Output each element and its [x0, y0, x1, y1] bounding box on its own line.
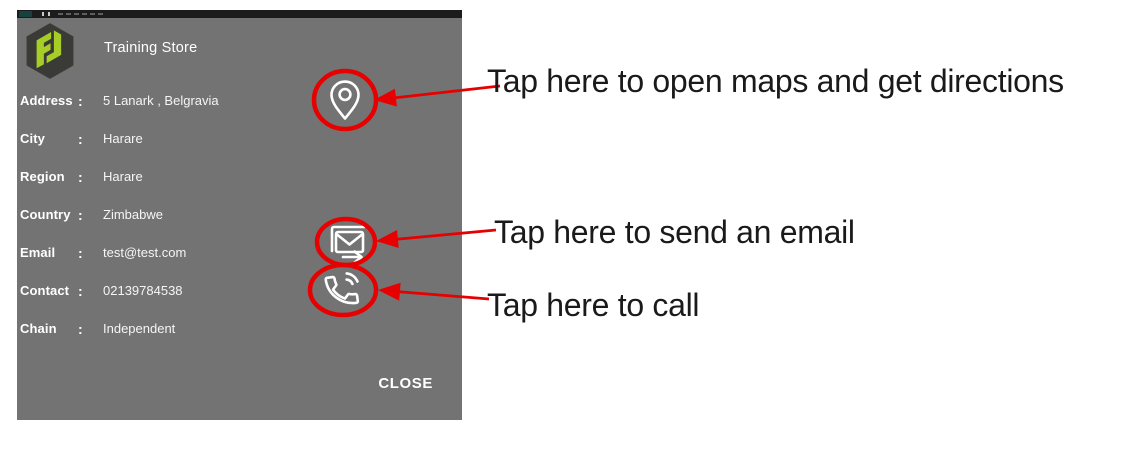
- field-label: City: [20, 131, 45, 146]
- status-bar-mark: [82, 13, 87, 15]
- field-label: Region: [20, 169, 65, 184]
- field-value: Independent: [103, 321, 176, 336]
- status-bar-accent: [19, 11, 32, 17]
- field-row-country: Country : Zimbabwe: [20, 206, 163, 223]
- field-value: Harare: [103, 131, 143, 146]
- field-row-contact: Contact : 02139784538: [20, 282, 183, 299]
- annotation-text-call: Tap here to call: [487, 287, 700, 323]
- store-details-dialog: Training Store Address : 5 Lanark , Belg…: [17, 10, 462, 420]
- call-button[interactable]: [318, 265, 370, 315]
- field-separator: :: [78, 244, 83, 261]
- field-separator: :: [78, 206, 83, 223]
- field-value: Harare: [103, 169, 143, 184]
- field-value: 02139784538: [103, 283, 183, 298]
- open-maps-button[interactable]: [323, 78, 367, 122]
- phone-icon: [318, 272, 370, 318]
- field-separator: :: [78, 282, 83, 299]
- field-value: Zimbabwe: [103, 207, 163, 222]
- annotation-text-maps: Tap here to open maps and get directions: [487, 63, 1064, 99]
- field-row-region: Region : Harare: [20, 168, 143, 185]
- status-bar-mark: [74, 13, 79, 15]
- status-bar-mark: [90, 13, 95, 15]
- field-separator: :: [78, 168, 83, 185]
- field-separator: :: [78, 130, 83, 147]
- status-bar-dot: [48, 12, 50, 16]
- status-bar-mark: [66, 13, 71, 15]
- field-value: test@test.com: [103, 245, 187, 260]
- field-row-address: Address : 5 Lanark , Belgravia: [20, 92, 219, 109]
- field-separator: :: [78, 92, 83, 109]
- field-label: Country: [20, 207, 71, 222]
- field-label: Contact: [20, 283, 70, 298]
- close-button[interactable]: CLOSE: [378, 375, 433, 392]
- status-bar-mark: [58, 13, 63, 15]
- field-label: Address: [20, 93, 73, 108]
- field-value: 5 Lanark , Belgravia: [103, 93, 219, 108]
- status-bar-mark: [98, 13, 103, 15]
- field-label: Email: [20, 245, 56, 260]
- map-pin-icon: [323, 80, 367, 125]
- field-row-chain: Chain : Independent: [20, 320, 175, 337]
- status-bar: [17, 10, 462, 18]
- store-name: Training Store: [104, 40, 198, 56]
- app-logo-icon: [22, 22, 78, 80]
- status-bar-dot: [42, 12, 44, 16]
- annotation-text-email: Tap here to send an email: [494, 214, 855, 250]
- field-row-email: Email : test@test.com: [20, 244, 186, 261]
- field-separator: :: [78, 320, 83, 337]
- field-label: Chain: [20, 321, 57, 336]
- send-email-button[interactable]: [323, 220, 371, 266]
- field-row-city: City : Harare: [20, 130, 143, 147]
- dialog-body: Training Store Address : 5 Lanark , Belg…: [17, 18, 462, 420]
